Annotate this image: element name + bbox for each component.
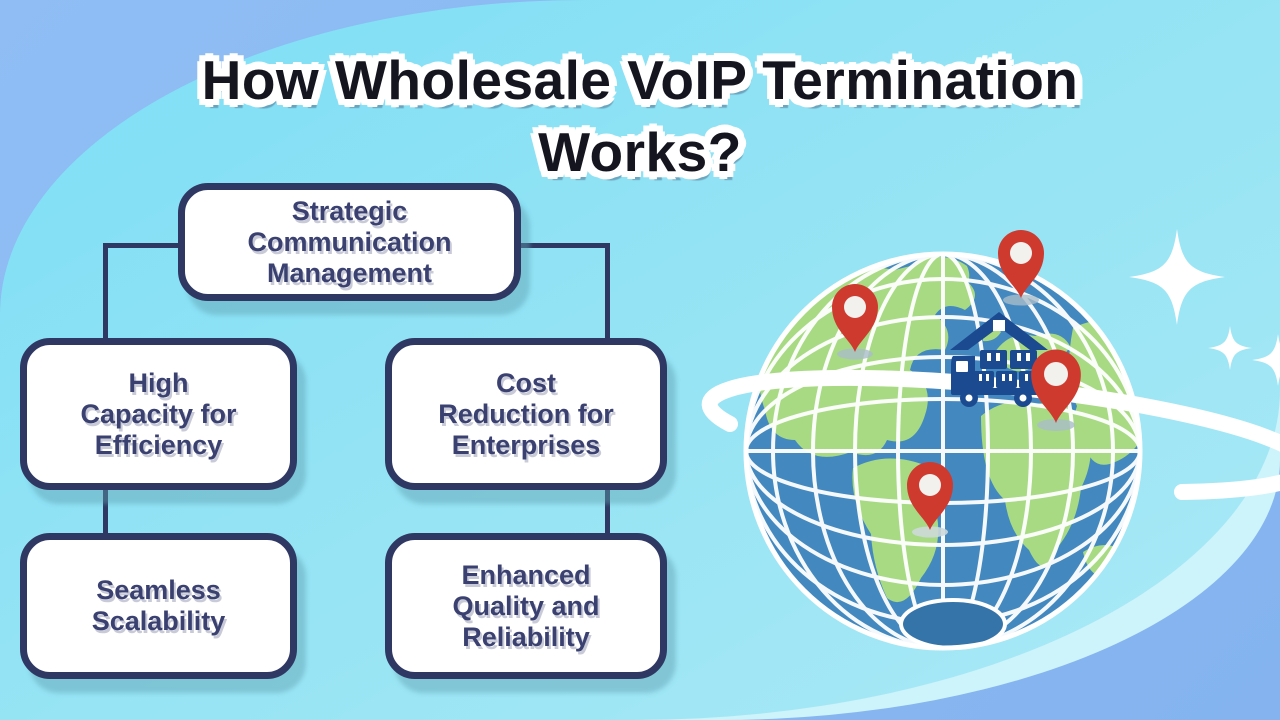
- connector-line: [518, 243, 608, 248]
- connector-line: [605, 488, 610, 536]
- map-pin-icon: [844, 242, 1068, 496]
- node-enhanced-quality-and-reliability: Enhanced Quality and Reliability: [385, 533, 667, 679]
- page-title: How Wholesale VoIP Termination Works? Ho…: [0, 44, 1280, 194]
- moving-truck-icon: [950, 312, 1048, 407]
- node-strategic-communication-management: Strategic Communication Management: [178, 183, 521, 301]
- map-pins: [832, 230, 1081, 538]
- node-seamless-scalability: Seamless Scalability: [20, 533, 297, 679]
- orbit-ring-icon: [701, 369, 1280, 500]
- globe-icon: [743, 251, 1143, 651]
- connector-line: [105, 243, 183, 248]
- connector-line: [605, 243, 610, 341]
- globe-illustration: [701, 229, 1280, 651]
- node-cost-reduction-for-enterprises: Cost Reduction for Enterprises: [385, 338, 667, 490]
- sparkle-icon: [1129, 229, 1280, 386]
- node-high-capacity-for-efficiency: High Capacity for Efficiency: [20, 338, 297, 490]
- page-title-text: How Wholesale VoIP Termination Works?: [201, 49, 1079, 183]
- connector-line: [103, 488, 108, 536]
- connector-line: [103, 243, 108, 341]
- page-title-outline: How Wholesale VoIP Termination Works?: [197, 45, 1082, 188]
